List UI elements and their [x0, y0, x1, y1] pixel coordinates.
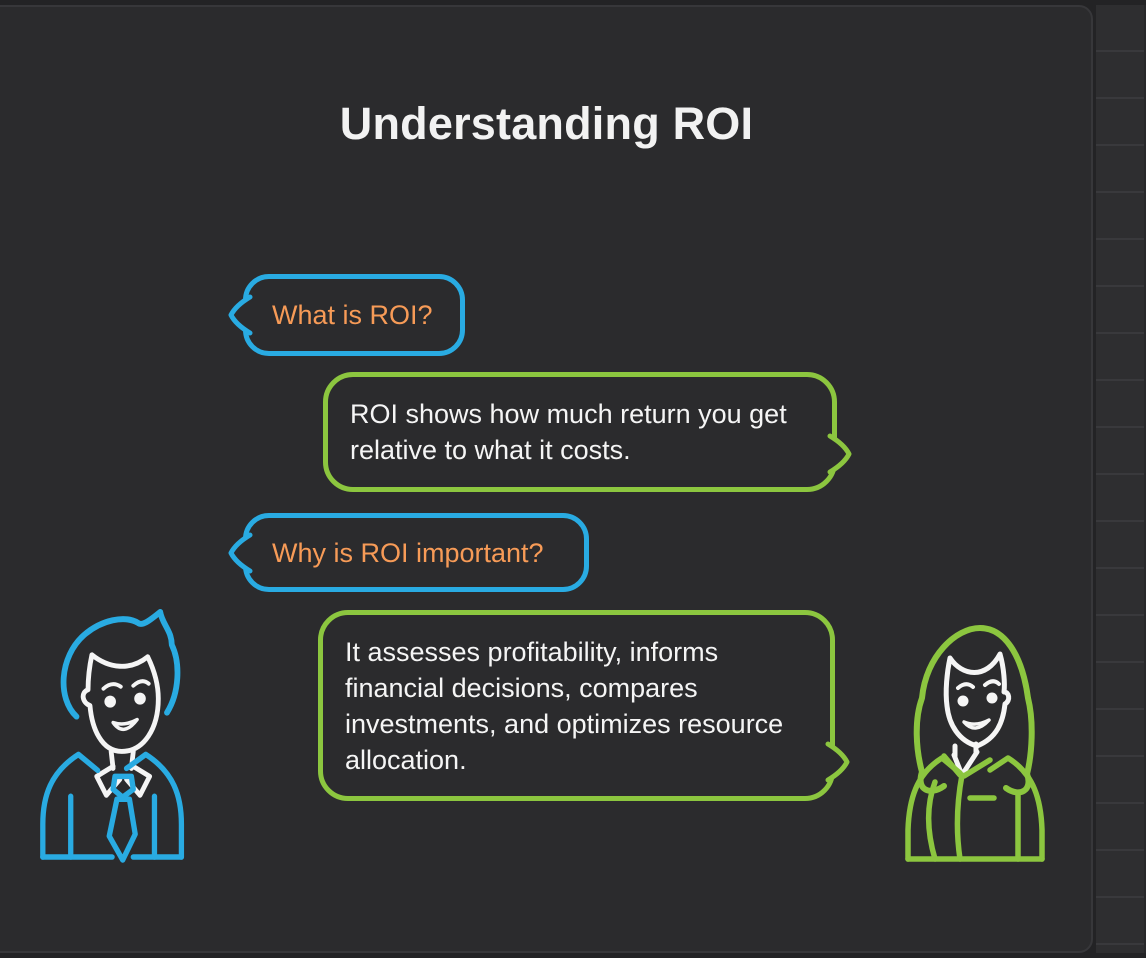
man-shirt [40, 751, 185, 860]
woman-illustration [905, 625, 1045, 862]
bubble-text: ROI shows how much return you get relati… [350, 399, 787, 465]
man-face [80, 652, 161, 754]
bubble-tail-left-icon [228, 294, 256, 336]
woman-blouse [905, 753, 1045, 862]
man-illustration [40, 608, 185, 863]
bubble-tail-left-icon [228, 532, 256, 573]
speech-bubble-question-2: Why is ROI important? [228, 513, 589, 592]
woman-hair [913, 625, 1035, 796]
man-hair [60, 608, 181, 720]
bubble-text: What is ROI? [272, 300, 433, 330]
speech-bubble-answer-2: It assesses profitability, informs finan… [318, 610, 850, 801]
speech-bubble-answer-1: ROI shows how much return you get relati… [323, 372, 852, 492]
woman-face [943, 651, 1012, 749]
bubble-text: Why is ROI important? [272, 537, 544, 568]
speech-bubble-question-1: What is ROI? [228, 274, 465, 356]
slide-title: Understanding ROI [339, 98, 754, 149]
bubble-text: It assesses profitability, informs finan… [345, 636, 784, 775]
background-grid-panel [1096, 5, 1146, 953]
bubble-tail-right-icon [822, 741, 850, 783]
man-tie [106, 773, 138, 863]
bubble-tail-right-icon [824, 433, 852, 475]
